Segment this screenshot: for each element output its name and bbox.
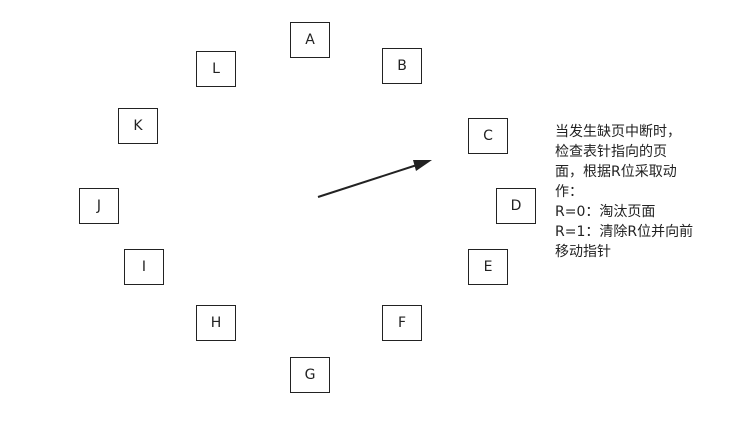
page-box-f: F <box>382 305 422 341</box>
page-box-k: K <box>118 108 158 144</box>
page-box-c: C <box>468 118 508 154</box>
page-label: J <box>96 198 102 214</box>
page-label: B <box>397 58 407 74</box>
page-label: A <box>305 32 315 48</box>
page-label: L <box>212 61 220 77</box>
annotation-line: R=0：淘汰页面 <box>555 204 656 220</box>
page-box-b: B <box>382 48 422 84</box>
page-box-h: H <box>196 305 236 341</box>
annotation-line: 面，根据R位采取动 <box>555 164 677 180</box>
page-label: K <box>133 118 143 134</box>
page-label: F <box>397 315 407 331</box>
annotation-line: R=1：清除R位并向前 <box>555 224 694 240</box>
page-label: E <box>483 259 493 275</box>
page-label: D <box>510 198 522 214</box>
annotation-text: 当发生缺页中断时， 检查表针指向的页 面，根据R位采取动 作： R=0：淘汰页面… <box>555 122 725 262</box>
annotation-line: 检查表针指向的页 <box>555 144 667 160</box>
page-box-i: I <box>124 249 164 285</box>
clock-hand-line <box>317 163 421 198</box>
annotation-line: 当发生缺页中断时， <box>555 124 681 140</box>
page-box-d: D <box>496 188 536 224</box>
page-label: I <box>141 259 147 275</box>
page-label: C <box>483 128 493 144</box>
page-box-a: A <box>290 22 330 58</box>
page-box-l: L <box>196 51 236 87</box>
page-box-j: J <box>79 188 119 224</box>
page-label: G <box>304 367 316 383</box>
clock-hand-arrowhead <box>413 160 432 171</box>
annotation-line: 作： <box>555 184 583 200</box>
annotation-line: 移动指针 <box>555 244 611 260</box>
page-box-e: E <box>468 249 508 285</box>
page-box-g: G <box>290 357 330 393</box>
page-label: H <box>210 315 222 331</box>
